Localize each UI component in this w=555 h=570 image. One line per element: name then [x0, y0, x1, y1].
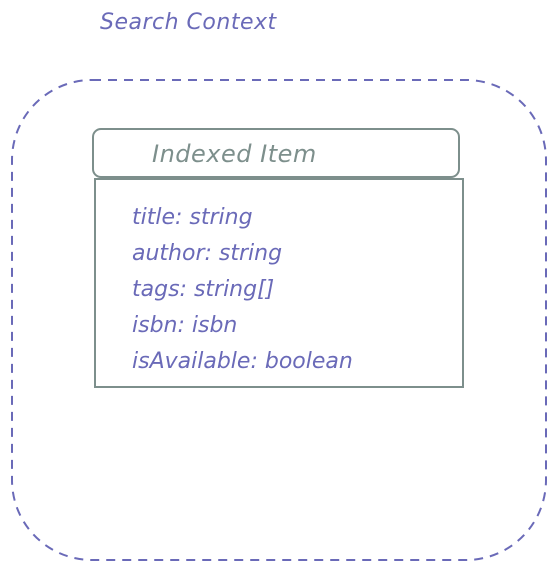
context-boundary: [11, 79, 547, 561]
entity-header: Indexed Item: [92, 128, 460, 178]
field-title: title: string: [132, 205, 253, 230]
field-author: author: string: [132, 241, 283, 266]
entity-body: title: string author: string tags: strin…: [94, 178, 464, 388]
field-isbn: isbn: isbn: [132, 313, 238, 338]
field-tags: tags: string[]: [132, 277, 275, 302]
field-list: title: string author: string tags: strin…: [132, 200, 353, 380]
context-label: Search Context: [100, 10, 277, 35]
indexed-item-entity: Indexed Item title: string author: strin…: [92, 128, 464, 390]
field-is-available: isAvailable: boolean: [132, 349, 353, 374]
entity-title: Indexed Item: [152, 140, 317, 168]
